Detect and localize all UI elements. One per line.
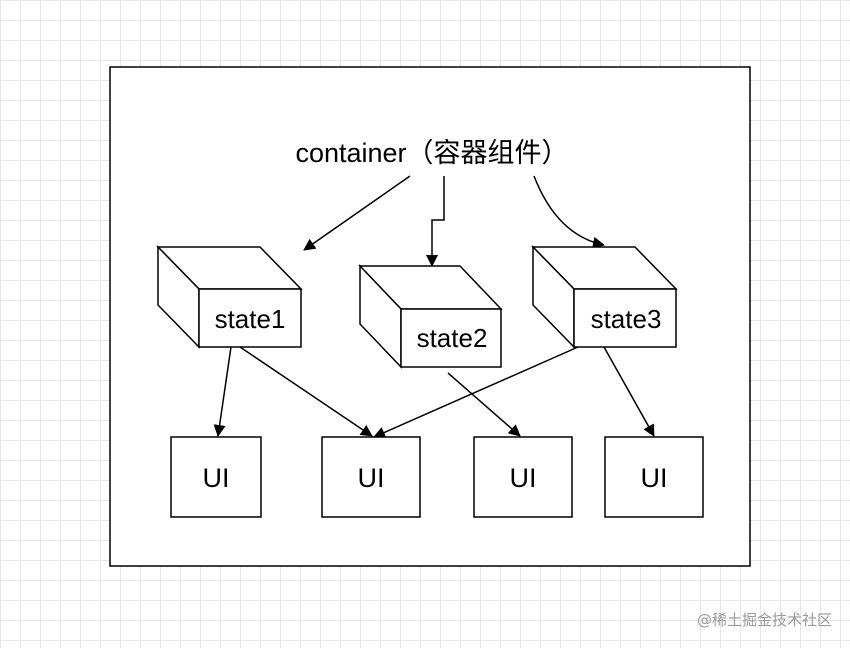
state3-cube: state3 <box>531 245 678 349</box>
watermark-text: @稀土掘金技术社区 <box>696 611 832 629</box>
ui-box-2-label: UI <box>358 463 385 493</box>
state1-cube: state1 <box>156 245 303 349</box>
arrow-container-to-state1 <box>303 175 411 251</box>
ui-box-4-label: UI <box>641 463 668 493</box>
arrow-state2-to-ui3 <box>447 372 521 437</box>
ui-box-3-label: UI <box>510 463 537 493</box>
ui-box-1-label: UI <box>203 463 230 493</box>
ui-box-1: UI <box>170 436 262 518</box>
ui-box-2: UI <box>321 436 421 518</box>
arrow-state3-to-ui2 <box>373 346 579 439</box>
ui-box-3: UI <box>473 436 573 518</box>
state1-label: state1 <box>215 304 286 334</box>
state2-cube: state2 <box>358 264 503 369</box>
ui-box-4: UI <box>604 436 704 518</box>
arrow-state1-to-ui1 <box>213 346 232 437</box>
container-label: container（容器组件） <box>295 138 568 168</box>
arrow-container-to-state2 <box>426 176 445 267</box>
state3-label: state3 <box>591 304 662 334</box>
arrow-state3-to-ui4 <box>603 346 655 437</box>
arrow-state1-to-ui2 <box>239 346 373 437</box>
arrow-container-to-state3 <box>533 175 605 249</box>
state2-label: state2 <box>417 323 488 353</box>
